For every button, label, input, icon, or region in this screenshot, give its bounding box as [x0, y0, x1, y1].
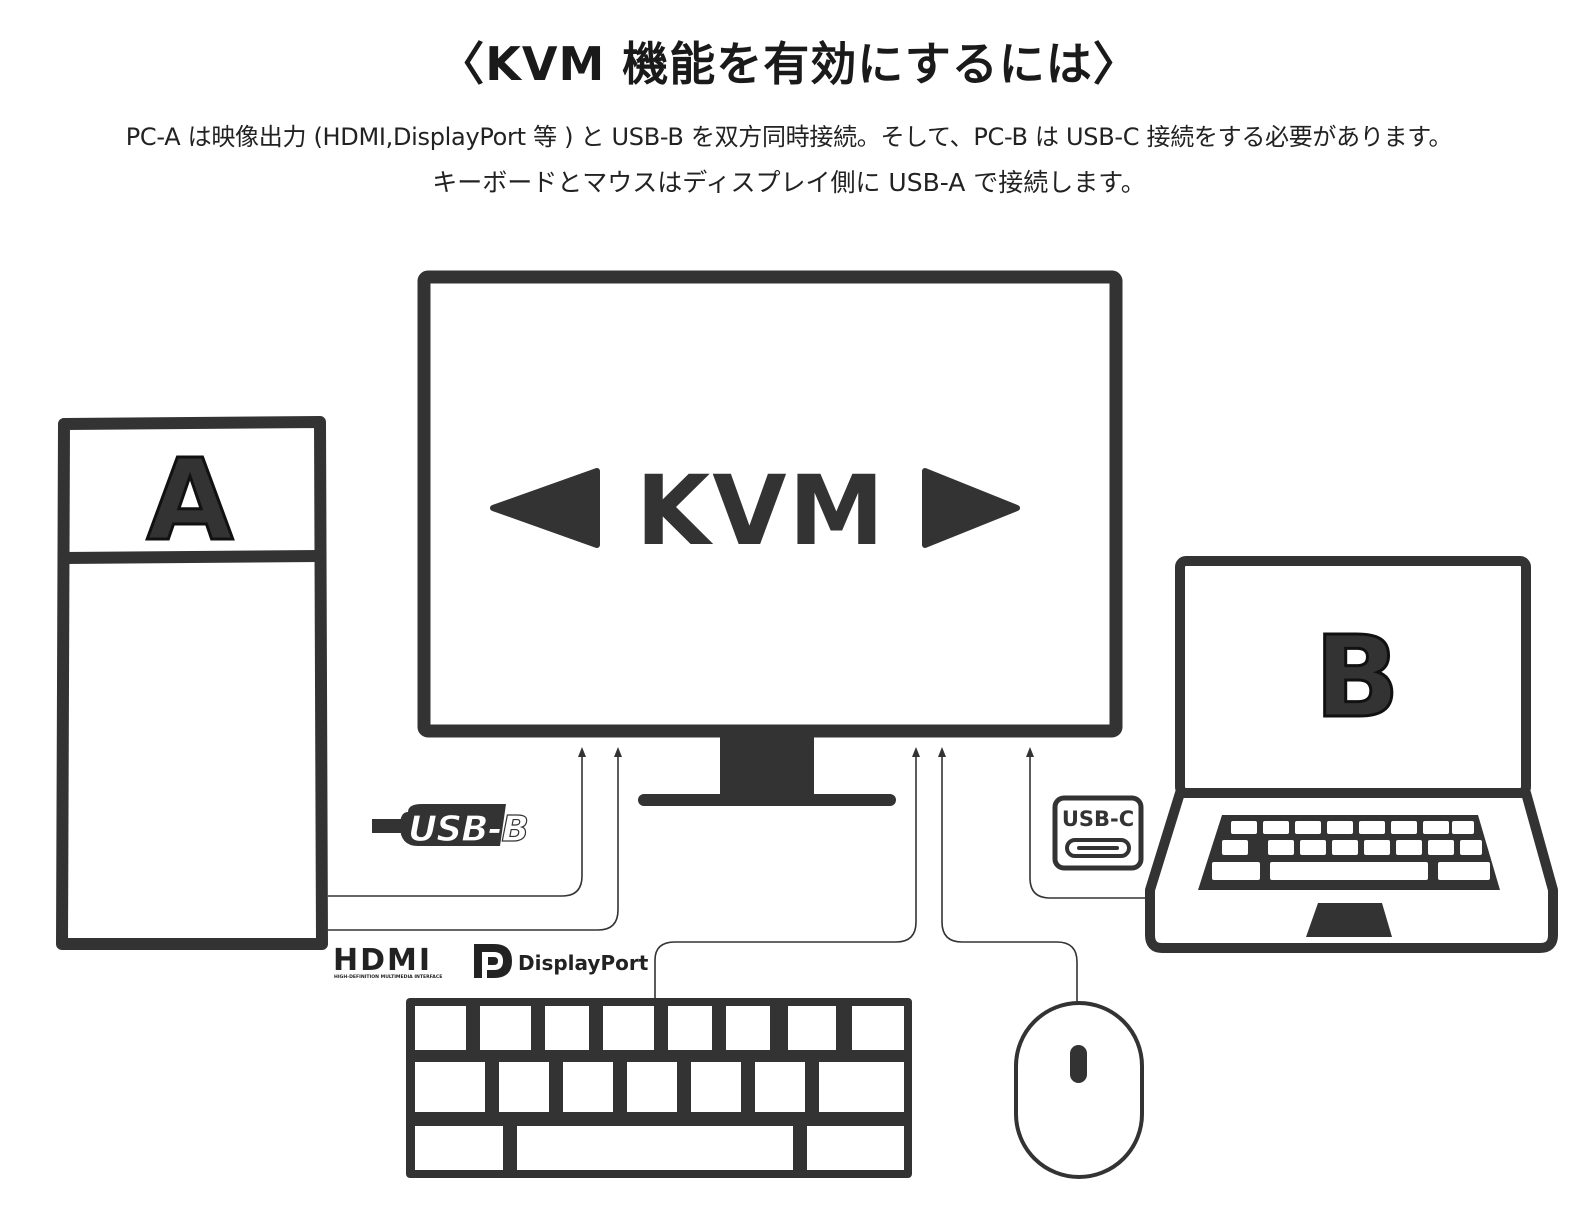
description-line-1: PC-A は映像出力 (HDMI,DisplayPort 等 ) と USB-B…: [125, 123, 1453, 151]
displayport-icon: [474, 944, 512, 978]
left-arrow-icon: [490, 468, 600, 548]
hdmi-logo-tagline: HIGH-DEFINITION MULTIMEDIA INTERFACE: [334, 974, 442, 980]
hdmi-logo: HDMI HIGH-DEFINITION MULTIMEDIA INTERFAC…: [333, 943, 442, 980]
keyboard-cable: [654, 754, 917, 998]
pc-b-label: B: [1314, 613, 1399, 743]
hdmi-logo-text: HDMI: [333, 943, 432, 978]
usb-c-cable: [1029, 754, 1150, 899]
page-title: 〈KVM 機能を有効にするには〉: [438, 37, 1140, 91]
pc-a-label: A: [147, 436, 234, 566]
mouse: [1014, 1001, 1144, 1179]
trackpad: [1306, 903, 1392, 937]
usb-c-logo-text: USB-C: [1062, 807, 1134, 831]
pc-a-tower: A: [56, 416, 328, 950]
monitor: KVM: [417, 270, 1123, 806]
keyboard: [406, 998, 912, 1178]
cable-arrows: [578, 747, 1034, 757]
right-arrow-icon: [922, 468, 1020, 548]
video-cable: [328, 754, 619, 931]
displayport-logo-text: DisplayPort: [518, 951, 649, 975]
displayport-logo: DisplayPort: [474, 944, 649, 978]
pc-b-laptop: B: [1145, 556, 1558, 953]
usb-b-logo-text: USB-B: [408, 809, 528, 850]
usb-b-logo: USB-B: [372, 804, 530, 851]
usb-c-logo: USB-C: [1052, 795, 1144, 871]
mouse-cable: [941, 754, 1078, 1003]
description-line-2: キーボードとマウスはディスプレイ側に USB-A で接続します。: [432, 168, 1146, 197]
cables: [328, 754, 1150, 1003]
monitor-label: KVM: [636, 455, 886, 567]
usb-b-cable: [328, 754, 583, 897]
